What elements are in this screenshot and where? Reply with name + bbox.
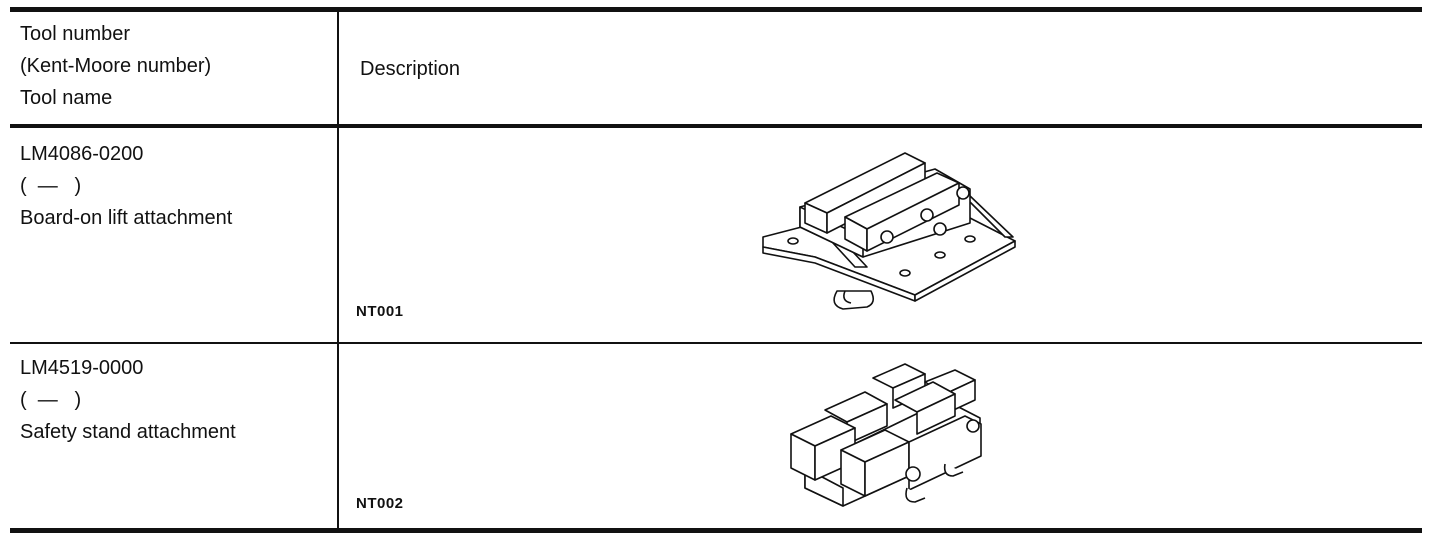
stand-attachment-illustration — [790, 363, 982, 507]
lift-attachment-illustration — [762, 152, 1016, 310]
header-bottom-rule — [10, 124, 1422, 128]
tool-number: LM4519-0000 — [20, 357, 144, 379]
table-row: LM4086-0200 ( — ) Board-on lift attachme… — [20, 138, 232, 234]
table-bottom-rule — [10, 528, 1422, 533]
table-top-rule — [10, 7, 1422, 12]
header-line-kent-moore: (Kent-Moore number) — [20, 55, 212, 77]
figure-code: NT001 — [356, 303, 404, 320]
tool-name: Board-on lift attachment — [20, 207, 233, 229]
tool-number: LM4086-0200 — [20, 143, 144, 165]
row-divider — [10, 342, 1422, 344]
column-divider — [337, 10, 339, 530]
header-line-tool-name: Tool name — [20, 87, 113, 109]
tool-name: Safety stand attachment — [20, 421, 236, 443]
header-tool-column: Tool number (Kent-Moore number) Tool nam… — [20, 18, 211, 114]
figure-code: NT002 — [356, 495, 404, 512]
kent-moore-number: ( — ) — [20, 175, 82, 197]
kent-moore-number: ( — ) — [20, 389, 82, 411]
table-row: LM4519-0000 ( — ) Safety stand attachmen… — [20, 352, 236, 448]
header-line-tool-number: Tool number — [20, 23, 131, 45]
header-description: Description — [360, 58, 461, 80]
